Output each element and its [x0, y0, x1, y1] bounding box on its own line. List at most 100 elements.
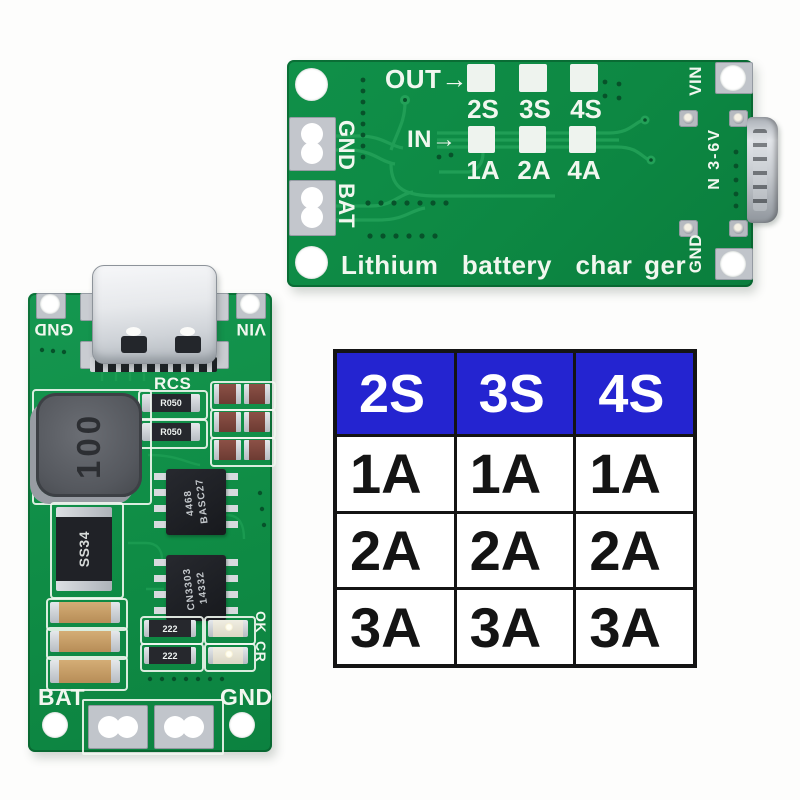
- resistor-marking: 222: [149, 620, 191, 637]
- ic-pins: [154, 473, 166, 531]
- mounting-hole: [295, 68, 328, 101]
- resistor-cap: [191, 394, 200, 412]
- spec-header-2s: 2S: [337, 353, 454, 434]
- solder-pad-3s: [519, 64, 547, 92]
- rcs-label: RCS: [154, 374, 192, 393]
- silkscreen-outline: [46, 627, 128, 660]
- capacitor: [50, 660, 120, 683]
- terminal-pad-gnd: [289, 117, 336, 171]
- usb-port: [747, 117, 778, 223]
- silkscreen-outline: [46, 598, 128, 631]
- mounting-hole: [240, 294, 260, 314]
- small-resistor: 222: [144, 620, 196, 637]
- ic-chip: CN3303 14332: [166, 555, 226, 621]
- diode: SS34: [56, 507, 112, 591]
- solder-pad-2s: [467, 64, 495, 92]
- spec-cell: 1A: [337, 437, 454, 511]
- mounting-hole: [720, 65, 746, 91]
- shunt-resistor: R050: [142, 394, 200, 412]
- spec-cell: 3A: [337, 590, 454, 664]
- spec-cell: 2A: [337, 513, 454, 588]
- solder-via-pad: [679, 110, 698, 127]
- terminal-bat-label: BAT: [334, 183, 359, 229]
- pad-hole: [98, 716, 120, 738]
- solder-pad-2a: [519, 126, 546, 153]
- terminal-pad-bat: [289, 180, 336, 236]
- gnd-right-label: GND: [686, 234, 705, 274]
- ic-marking: 4468: [182, 489, 197, 517]
- inductor: 100: [36, 393, 142, 497]
- usb-contact: [175, 327, 201, 353]
- terminal-hole: [301, 187, 323, 209]
- spec-header-3s: 3S: [456, 353, 574, 434]
- silkscreen-outline: [204, 643, 256, 672]
- status-led: [208, 647, 248, 664]
- pad-label-2a: 2A: [517, 155, 551, 185]
- usb-shield-pad: [215, 293, 229, 321]
- resistor-marking: 222: [149, 647, 191, 664]
- board-title-text: Lithium battery char ger: [341, 250, 687, 280]
- pad-label-4a: 4A: [567, 155, 601, 185]
- ic-chip: 4468 BASC27: [166, 469, 226, 535]
- terminal-gnd-label: GND: [334, 120, 359, 171]
- solder-via-pad: [679, 220, 698, 237]
- battery-solder-pad: [88, 705, 148, 749]
- usb-shield-pad: [215, 341, 229, 369]
- pad-hole: [182, 716, 204, 738]
- solder-via-pad: [729, 220, 748, 237]
- status-led: [208, 620, 248, 637]
- shunt-marking: R050: [151, 423, 191, 441]
- spec-cell: 2A: [456, 513, 574, 588]
- spec-cell: 3A: [576, 590, 693, 664]
- ic-pins: [226, 559, 238, 617]
- ic-marking: BASC27: [194, 477, 211, 525]
- terminal-hole: [301, 142, 323, 164]
- gnd-bottom-label: GND: [220, 684, 273, 710]
- out-label: OUT→: [385, 64, 468, 94]
- solder-pad-1a: [468, 126, 495, 153]
- mounting-hole: [720, 251, 746, 277]
- silkscreen-outline: [46, 656, 128, 691]
- diode-marking: SS34: [76, 530, 92, 568]
- mounting-hole: [229, 712, 255, 738]
- spec-cell: 2A: [576, 513, 693, 588]
- spec-cell: 1A: [576, 437, 693, 511]
- battery-solder-pad: [154, 705, 214, 749]
- ic-marking: 14332: [194, 570, 210, 605]
- pad-label-2s: 2S: [467, 94, 499, 124]
- mounting-hole: [40, 294, 60, 314]
- mounting-hole: [42, 712, 68, 738]
- resistor-cap: [191, 423, 200, 441]
- silkscreen-outline: [32, 389, 152, 505]
- gnd-top-label: GND: [34, 320, 74, 339]
- spec-header-4s: 4S: [576, 353, 693, 434]
- terminal-hole: [301, 206, 323, 228]
- usb-c-connector: [92, 265, 217, 364]
- spec-table: 2S 3S 4S 1A 1A 1A 2A 2A 2A 3A 3A 3A: [333, 349, 697, 668]
- bat-bottom-label: BAT: [38, 684, 86, 710]
- pad-hole: [116, 716, 138, 738]
- silkscreen-outline: [82, 699, 224, 755]
- inductor-marking: 100: [70, 411, 107, 479]
- terminal-hole: [301, 123, 323, 145]
- vin-label: VIN: [686, 66, 705, 96]
- resistor-cap: [142, 423, 151, 441]
- mounting-hole: [295, 246, 328, 279]
- capacitor: [50, 602, 120, 623]
- in-label: IN→: [407, 126, 457, 153]
- small-resistor: 222: [144, 647, 196, 664]
- solder-pad-4a: [569, 126, 596, 153]
- pad-label-4s: 4S: [570, 94, 602, 124]
- ic-pins: [226, 473, 238, 531]
- silkscreen-outline: [210, 437, 276, 467]
- charger-board-component-view: GND VIN RCS R050 R050 100: [28, 265, 276, 755]
- resistor-cap: [142, 394, 151, 412]
- led-ok-label: OK: [253, 611, 269, 633]
- input-voltage-label: N 3-6V: [706, 128, 723, 190]
- shunt-marking: R050: [151, 394, 191, 412]
- solder-pad-4s: [570, 64, 598, 92]
- silkscreen-outline: [140, 643, 204, 672]
- spec-cell: 3A: [456, 590, 574, 664]
- pad-label-3s: 3S: [519, 94, 551, 124]
